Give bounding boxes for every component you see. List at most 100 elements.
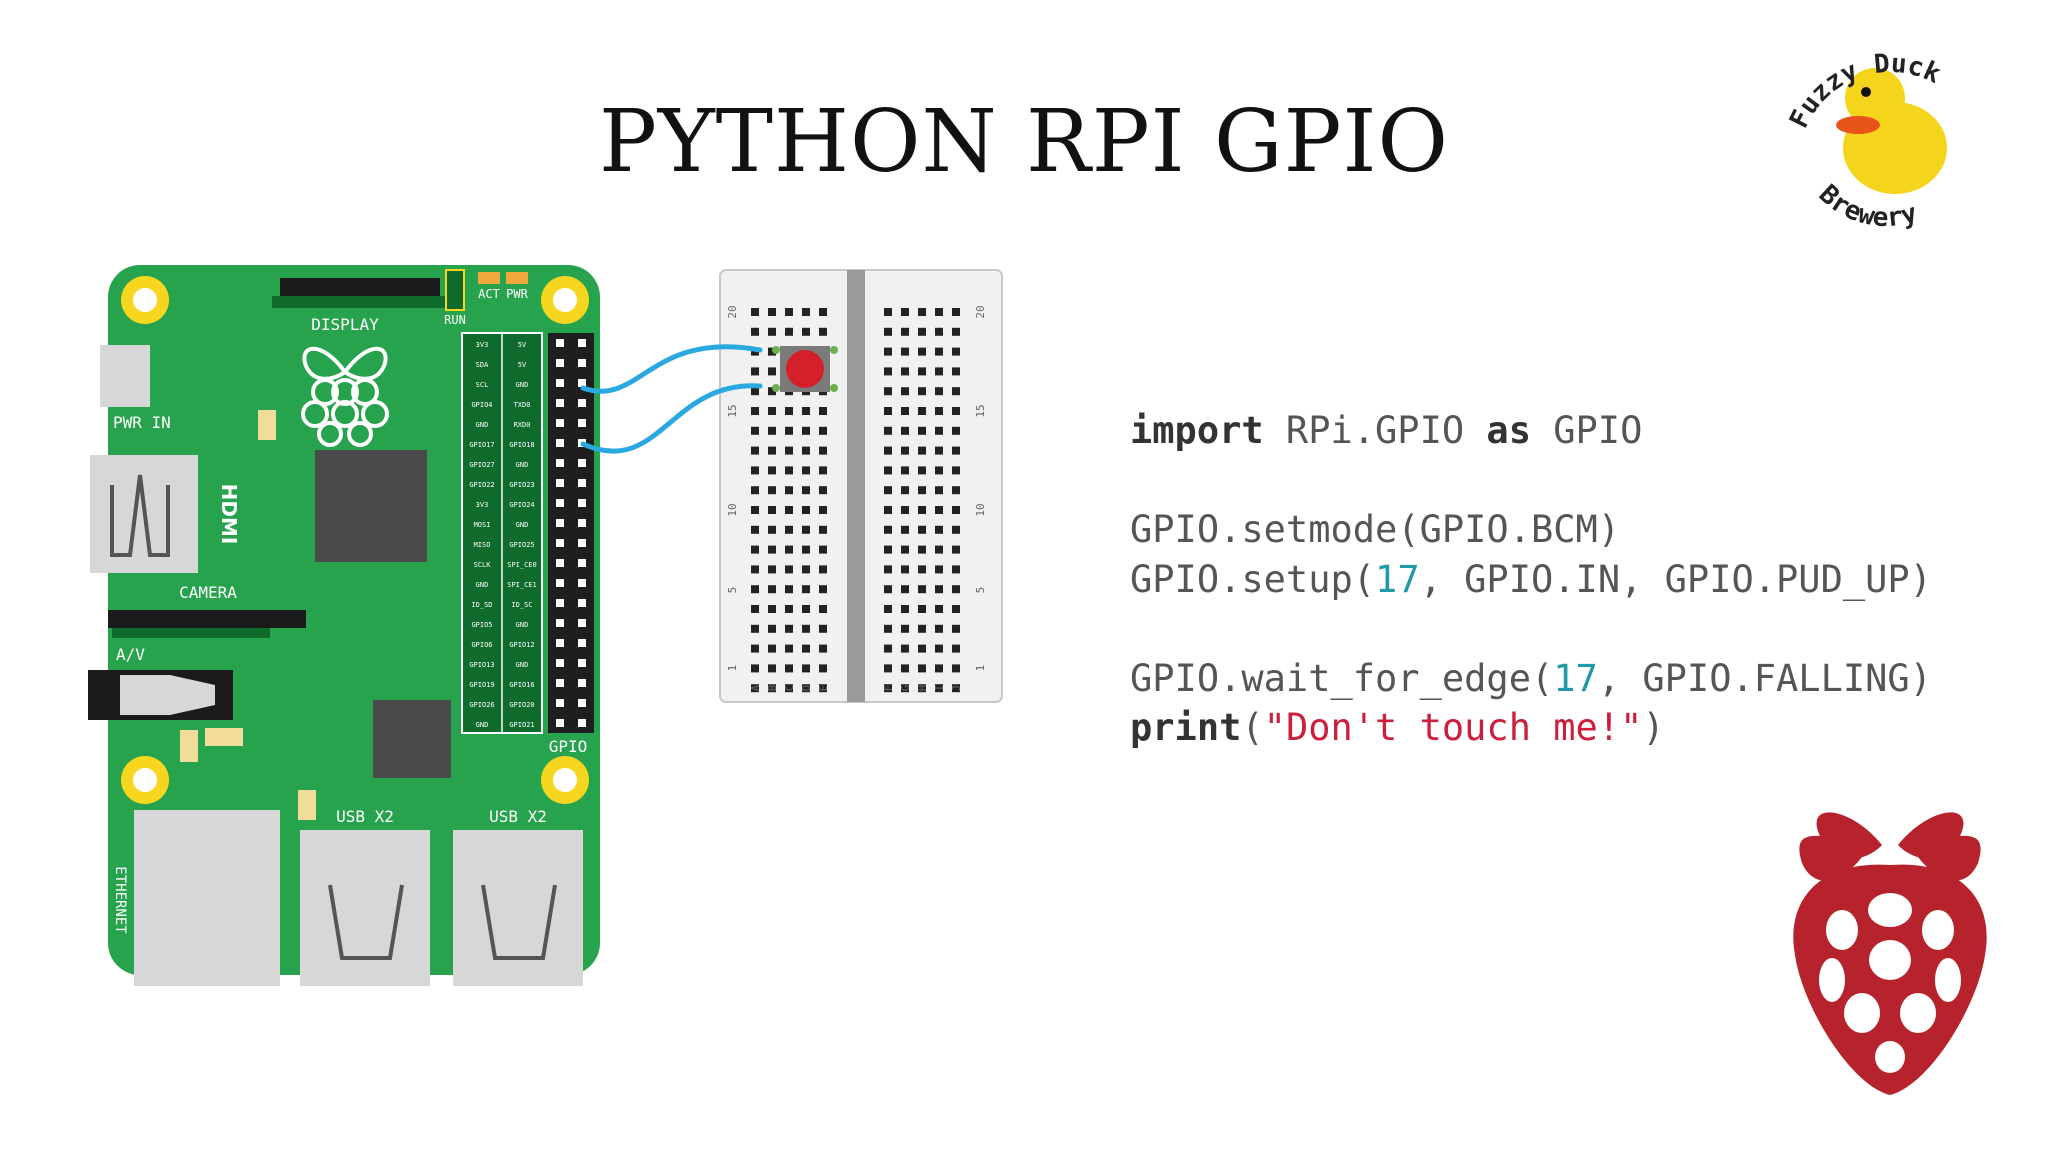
gpio-pin	[578, 579, 586, 587]
act-led	[478, 272, 500, 284]
gpio-pin	[556, 459, 564, 467]
gpio-pin	[578, 639, 586, 647]
breadboard-hole	[884, 565, 892, 574]
breadboard-hole	[935, 308, 943, 316]
breadboard-hole	[785, 506, 793, 514]
raspberry-pi-logo-icon	[1793, 812, 1987, 1095]
gpio-pin-label: GND	[516, 621, 529, 629]
breadboard-hole	[802, 565, 810, 574]
breadboard-hole	[884, 407, 892, 415]
breadboard-hole	[802, 624, 810, 633]
jumper-wires	[580, 344, 763, 454]
breadboard-hole	[768, 565, 776, 574]
gpio-pin-label: GPIO20	[509, 701, 534, 709]
code-token: , GPIO.FALLING)	[1597, 656, 1932, 700]
breadboard-hole	[768, 387, 776, 396]
breadboard-hole	[785, 466, 793, 475]
gpio-pin	[578, 379, 586, 387]
breadboard-hole	[901, 565, 909, 574]
gpio-pin-label: GND	[516, 521, 529, 529]
ethernet-port	[134, 810, 280, 986]
breadboard-hole	[751, 545, 759, 554]
breadboard-hole	[785, 486, 793, 495]
breadboard-hole	[884, 367, 892, 376]
breadboard-hole	[802, 506, 810, 514]
breadboard-hole	[935, 407, 943, 415]
gpio-pin-label: MOSI	[474, 521, 491, 529]
gpio-pin-label: GPIO27	[469, 461, 494, 469]
breadboard-hole	[935, 585, 943, 594]
breadboard-hole	[952, 367, 960, 376]
breadboard-hole	[751, 466, 759, 475]
gpio-pin	[578, 399, 586, 407]
gpio-pin	[578, 419, 586, 427]
wire-gnd	[580, 344, 763, 394]
breadboard-hole	[884, 486, 892, 495]
gpio-pin-label: RXD0	[514, 421, 531, 429]
breadboard-hole	[952, 347, 960, 356]
breadboard-hole	[901, 506, 909, 514]
gpio-pin-label: SDA	[476, 361, 489, 369]
breadboard-hole	[751, 565, 759, 574]
breadboard-hole	[952, 684, 960, 693]
breadboard-hole	[918, 605, 926, 613]
breadboard-hole	[901, 624, 909, 633]
breadboard-hole	[802, 644, 810, 653]
breadboard-hole	[918, 684, 926, 693]
breadboard-hole	[935, 486, 943, 495]
breadboard-hole	[802, 308, 810, 316]
gpio-pin	[578, 719, 586, 727]
breadboard-hole	[935, 347, 943, 356]
gpio-pin-label: GPIO26	[469, 701, 494, 709]
breadboard-row-number: 20	[726, 305, 739, 318]
gpio-pin-label: GND	[516, 661, 529, 669]
breadboard-hole	[952, 585, 960, 594]
breadboard-hole	[901, 347, 909, 356]
breadboard-hole	[751, 506, 759, 514]
breadboard-hole	[935, 605, 943, 613]
breadboard-hole	[785, 624, 793, 633]
breadboard-hole	[802, 426, 810, 435]
breadboard-hole	[918, 585, 926, 594]
breadboard-hole	[918, 466, 926, 475]
breadboard-hole	[819, 624, 827, 633]
breadboard-hole	[802, 486, 810, 495]
breadboard-hole	[785, 545, 793, 554]
breadboard-hole	[935, 525, 943, 534]
breadboard-hole	[819, 327, 827, 336]
duck-head-icon	[1845, 68, 1905, 128]
gpio-pin	[578, 699, 586, 707]
breadboard-hole	[751, 684, 759, 693]
breadboard-hole	[768, 506, 776, 514]
breadboard-hole	[751, 664, 759, 673]
breadboard-hole	[935, 684, 943, 693]
gpio-pin-label: GPIO19	[469, 681, 494, 689]
breadboard-col-label: J	[950, 685, 963, 692]
gpio-pin-label: SPI_CE1	[507, 581, 537, 589]
breadboard-hole	[785, 585, 793, 594]
raspberry-pi-board: DISPLAY RUN ACT PWR PWR IN HDMI CAMERA	[88, 265, 600, 986]
breadboard-hole	[768, 605, 776, 613]
gpio-pin	[556, 359, 564, 367]
breadboard-hole	[901, 327, 909, 336]
breadboard-hole	[952, 624, 960, 633]
gpio-pin	[556, 659, 564, 667]
gpio-pin-label: GPIO13	[469, 661, 494, 669]
gpio-pin	[578, 359, 586, 367]
breadboard-hole	[918, 387, 926, 396]
breadboard-hole	[768, 426, 776, 435]
label-av: A/V	[116, 645, 145, 664]
gpio-pin	[556, 559, 564, 567]
breadboard-hole	[768, 308, 776, 316]
power-connector	[100, 345, 150, 407]
breadboard-hole	[802, 327, 810, 336]
code-token: RPi.GPIO	[1263, 409, 1487, 452]
gpio-pin	[556, 619, 564, 627]
breadboard-col-label: D	[800, 685, 813, 692]
gpio-pin-label: GPIO21	[509, 721, 534, 729]
gpio-pin	[556, 699, 564, 707]
breadboard-hole	[802, 605, 810, 613]
gpio-pin-label: GND	[476, 421, 489, 429]
gpio-pin	[578, 339, 586, 347]
